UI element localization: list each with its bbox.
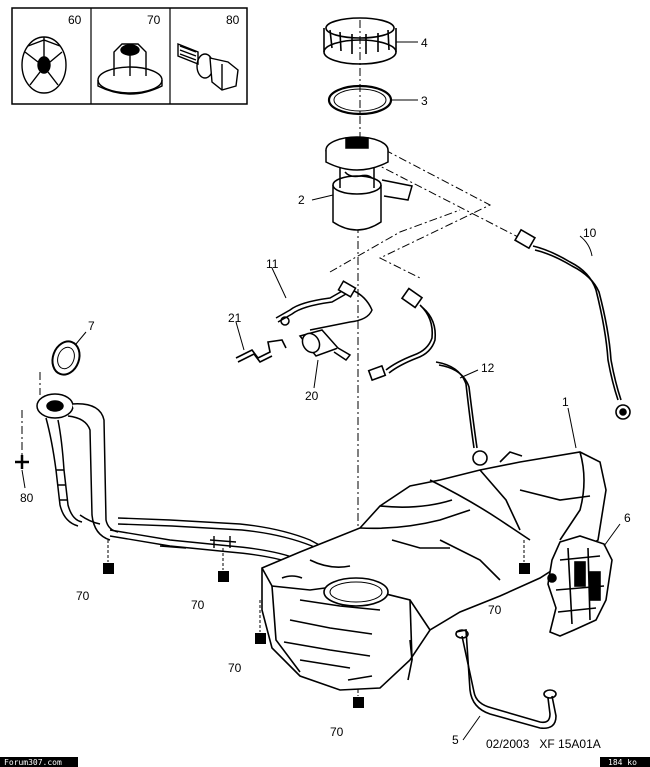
bolt-marker-80 [15,455,29,469]
size-tag-bg [600,757,650,767]
mount-marker [353,697,364,708]
clip-nut-icon [21,36,67,94]
callout-20: 20 [305,389,319,403]
callout-6: 6 [624,511,631,525]
callout-80: 80 [20,491,34,505]
fuel-feed-pipe [275,280,373,331]
callout-70-right: 70 [488,603,502,617]
callout-10: 10 [583,226,597,240]
callout-3: 3 [421,94,428,108]
locking-ring [323,17,397,65]
mount-guide-lines [107,540,525,696]
callout-70-lower: 70 [228,661,242,675]
bolt-washer-icon [177,42,239,91]
mount-point-markers [103,563,530,708]
fastener-legend: 60 70 80 [11,7,248,105]
callout-labels: 4 3 2 10 11 21 20 12 7 1 6 5 80 70 70 70… [20,36,631,747]
mount-marker [519,563,530,574]
callout-11: 11 [266,257,279,271]
footer: 02/2003 XF 15A01A Forum307.com 184 ko [0,737,650,767]
callout-7: 7 [88,319,95,333]
tank-strap [455,629,557,730]
callout-leaders [21,41,621,741]
filler-neck-tube [36,393,119,541]
legend-number-70: 70 [147,13,161,27]
heat-shield [547,535,613,637]
callout-2: 2 [298,193,305,207]
fuel-filter [298,329,352,362]
callout-5: 5 [452,733,459,747]
fuel-tank [261,451,607,691]
size-tag: 184 ko [608,758,637,767]
callout-1: 1 [562,395,569,409]
callout-4: 4 [421,36,428,50]
callout-21: 21 [228,311,242,325]
source-tag-bg [0,757,78,767]
callout-12: 12 [481,361,495,375]
source-tag: Forum307.com [4,758,62,767]
legend-number-80: 80 [226,13,240,27]
mount-marker [255,633,266,644]
drawing-reference: 02/2003 XF 15A01A [486,737,601,751]
legend-number-60: 60 [68,13,82,27]
fuel-pump-sender-unit [325,136,413,231]
pipe-clip [235,339,287,364]
callout-70-center: 70 [191,598,205,612]
mount-marker [103,563,114,574]
gauge-wiring-harness [513,228,631,420]
callout-70-left: 70 [76,589,90,603]
filler-neck-seal [51,340,81,376]
callout-70-bottom: 70 [330,725,344,739]
mount-marker [218,571,229,582]
flange-nut-icon [97,43,163,95]
return-pipe [367,287,488,466]
